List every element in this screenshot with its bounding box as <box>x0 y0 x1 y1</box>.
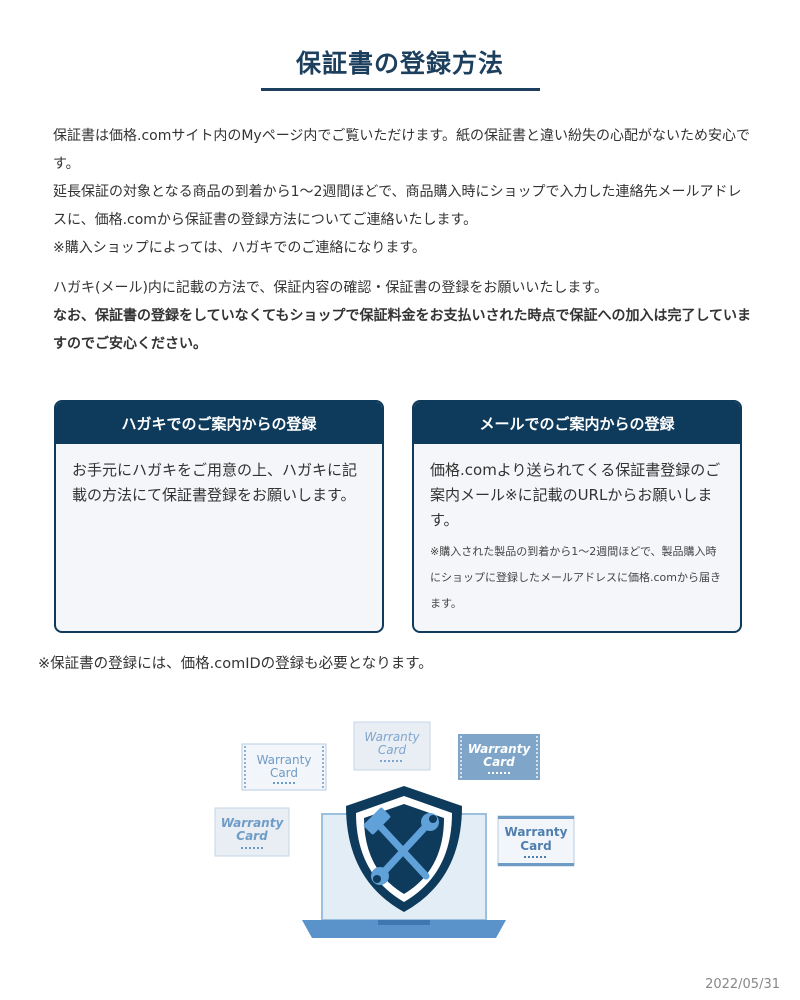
email-card-title: メールでのご案内からの登録 <box>414 402 740 444</box>
warranty-card-icon-1: Warranty Card <box>241 743 327 791</box>
warranty-card-label: Card <box>236 829 268 843</box>
warranty-card-icon-2: Warranty Card <box>353 721 431 771</box>
warranty-illustration: Warranty Card Warranty Card Warranty Car… <box>214 721 575 938</box>
warranty-card-label: Card <box>378 743 407 757</box>
postcard-card-body: お手元にハガキをご用意の上、ハガキに記載の方法にて保証書登録をお願いします。 <box>72 461 358 504</box>
warranty-card-label: Card <box>270 766 298 780</box>
warranty-card-icon-3: Warranty Card <box>458 734 540 780</box>
warranty-card-label: Card <box>483 755 515 769</box>
intro-paragraph-4: ハガキ(メール)内に記載の方法で、保証内容の確認・保証書の登録をお願いいたします… <box>53 280 608 296</box>
shield-tools-icon <box>346 786 462 912</box>
warranty-card-label: Warranty <box>468 742 532 756</box>
intro-paragraph-3: ※購入ショップによっては、ハガキでのご連絡になります。 <box>53 240 426 256</box>
intro-paragraph-2: 延長保証の対象となる商品の到着から1〜2週間ほどで、商品購入時にショップで入力し… <box>53 184 742 228</box>
warranty-card-label: Warranty <box>364 730 420 744</box>
intro-paragraph-bold: なお、保証書の登録をしていなくてもショップで保証料金をお支払いされた時点で保証へ… <box>53 308 752 352</box>
email-registration-card: メールでのご案内からの登録 価格.comより送られてくる保証書登録のご案内メール… <box>412 400 742 633</box>
intro-text: 保証書は価格.comサイト内のMyページ内でご覧いただけます。紙の保証書と違い紛… <box>53 122 753 358</box>
postcard-card-title: ハガキでのご案内からの登録 <box>56 402 382 444</box>
id-registration-note: ※保証書の登録には、価格.comIDの登録も必要となります。 <box>38 656 433 672</box>
warranty-card-label: Warranty <box>505 825 568 839</box>
email-card-note: ※購入された製品の到着から1〜2週間ほどで、製品購入時にショップに登録したメール… <box>430 545 721 610</box>
warranty-card-icon-4: Warranty Card <box>214 807 290 857</box>
warranty-card-icon-5: Warranty Card <box>497 815 575 867</box>
page-title: 保証書の登録方法 <box>295 49 504 78</box>
title-underline <box>261 88 540 91</box>
warranty-card-label: Card <box>520 839 551 853</box>
publish-date: 2022/05/31 <box>705 977 780 992</box>
warranty-card-label: Warranty <box>257 753 312 767</box>
email-card-text: 価格.comより送られてくる保証書登録のご案内メール※に記載のURLからお願いし… <box>430 461 721 529</box>
postcard-registration-card: ハガキでのご案内からの登録 お手元にハガキをご用意の上、ハガキに記載の方法にて保… <box>54 400 384 633</box>
warranty-card-label: Warranty <box>221 816 285 830</box>
intro-paragraph-1: 保証書は価格.comサイト内のMyページ内でご覧いただけます。紙の保証書と違い紛… <box>53 128 751 172</box>
email-card-body: 価格.comより送られてくる保証書登録のご案内メール※に記載のURLからお願いし… <box>414 444 740 617</box>
